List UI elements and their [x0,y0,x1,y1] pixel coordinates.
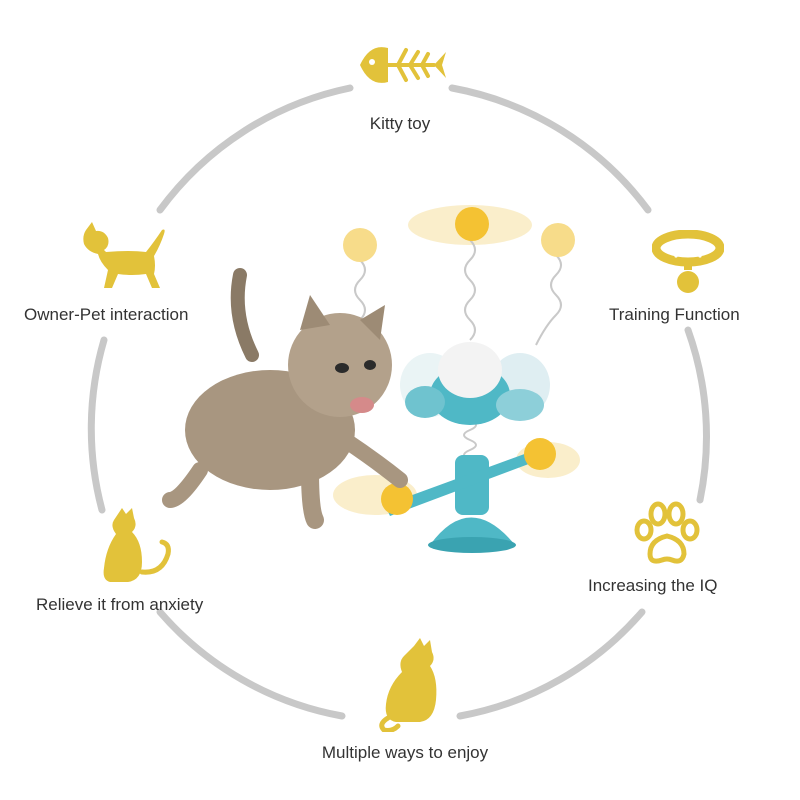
cat-sitting-icon [103,508,171,582]
kitten-illustration [162,268,408,529]
ring-segment [87,336,108,514]
feature-label-increasing-iq: Increasing the IQ [588,576,718,595]
ring-segment [456,608,646,720]
collar-icon [652,230,724,293]
cat-sitting-icon [379,638,437,732]
feature-label-multiple-ways: Multiple ways to enjoy [321,743,489,762]
ring-segment [156,84,354,214]
ring-segment [684,326,710,504]
feature-label-kitty-toy: Kitty toy [369,114,431,133]
ring-segment [448,84,652,214]
paw-print-icon [634,501,700,564]
fish-bone-icon [360,47,446,83]
feature-label-relieve-anxiety: Relieve it from anxiety [36,595,204,614]
feature-label-training-function: Training Function [609,305,740,324]
cat-standing-icon [83,222,165,288]
ring-segment [156,608,346,720]
feature-label-owner-pet-interaction: Owner-Pet interaction [24,305,189,324]
